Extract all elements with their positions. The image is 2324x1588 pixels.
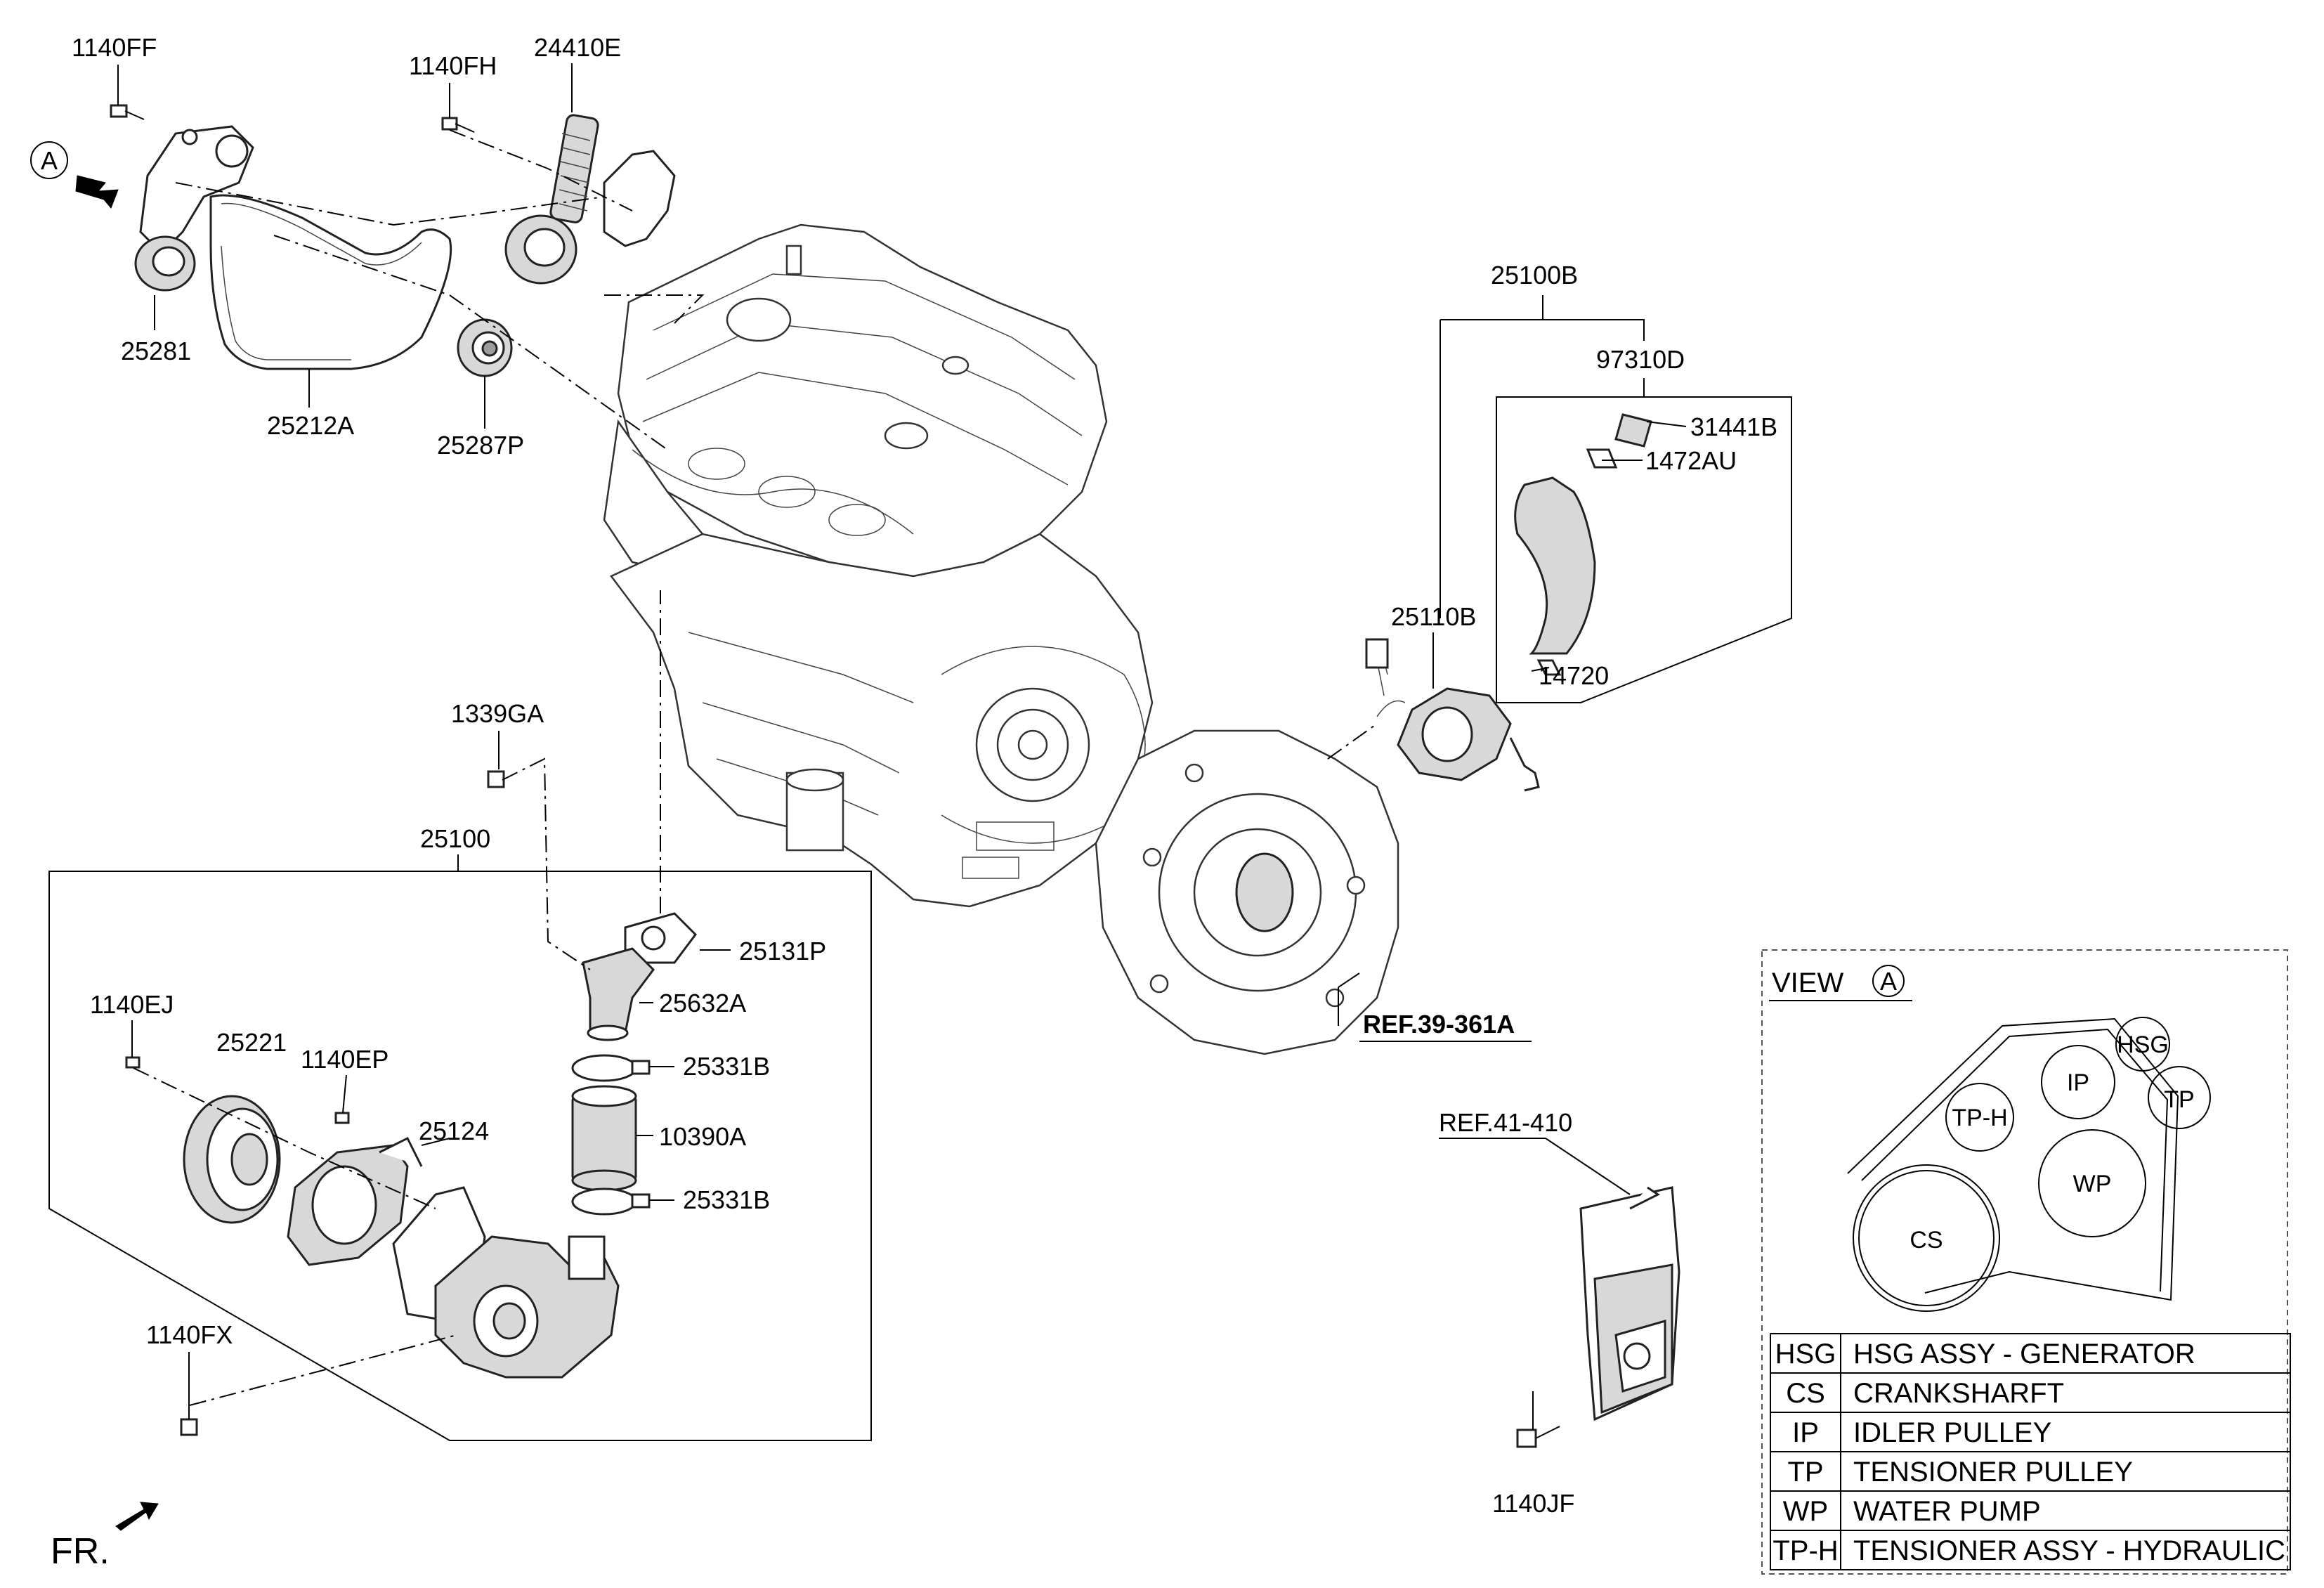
label-25281: 25281 [121,337,191,365]
water-pump-body [287,1136,423,1266]
pulley-wp-label: WP [2073,1171,2112,1197]
legend-code: TP [1787,1457,1823,1488]
pulley-ip-label: IP [2067,1069,2089,1096]
pulley-hsg-label: HSG [2117,1031,2169,1058]
pulley-25221 [183,1095,281,1224]
label-25221: 25221 [216,1028,287,1057]
label-14720: 14720 [1539,661,1609,690]
label-1140FH: 1140FH [409,51,497,80]
front-marker-text: FR. [51,1531,110,1572]
label-1140EP: 1140EP [301,1045,389,1074]
view-a-callout-letter: A [41,146,58,175]
label-25124: 25124 [419,1117,489,1145]
legend-description: TENSIONER PULLEY [1853,1457,2133,1488]
legend-table: HSG HSG ASSY - GENERATOR CS CRANKSHARFT … [1770,1333,2291,1570]
label-25100B: 25100B [1491,261,1578,289]
drive-belt-25212A [209,194,452,370]
bolt-1140FF [110,104,145,120]
view-panel-marker: A [1880,967,1897,996]
legend-code: IP [1792,1417,1819,1448]
legend-code: CS [1786,1378,1825,1409]
label-1140JF: 1140JF [1492,1489,1574,1518]
pulley-ip [2041,1045,2115,1119]
view-a-callout: A [30,141,119,209]
electric-water-pump-25110B [1365,638,1540,792]
bolt-1140FH [441,117,475,133]
water-pump-housing [434,1235,620,1379]
legend-row: TP-H TENSIONER ASSY - HYDRAULIC [1773,1535,2285,1566]
pulley-tph [1945,1083,2014,1152]
label-25212A: 25212A [267,411,354,440]
idler-pulley-25287P [457,318,513,377]
label-25331B-bottom: 25331B [683,1185,770,1214]
label-1140EJ: 1140EJ [90,990,174,1019]
label-25287P: 25287P [437,431,524,460]
label-1140FX: 1140FX [146,1320,233,1349]
pulley-tph-label: TP-H [1952,1105,2007,1131]
label-1472AU: 1472AU [1645,446,1737,475]
label-25632A: 25632A [659,989,746,1017]
legend-description: HSG ASSY - GENERATOR [1853,1339,2195,1369]
label-25110B: 25110B [1391,602,1476,631]
hose-fittings [571,912,697,1216]
legend-row: CS CRANKSHARFT [1786,1378,2064,1409]
label-25331B-top: 25331B [683,1052,770,1081]
legend-code: HSG [1775,1339,1836,1369]
engine-assembly [603,223,1154,908]
transmission-housing [1095,729,1399,1055]
legend-row: TP TENSIONER PULLEY [1787,1457,2132,1488]
part-labels: 1140FF 1140FH 24410E 25281 25212A 25287P… [72,33,1777,1518]
legend-code: TP-H [1773,1535,1838,1566]
legend-description: IDLER PULLEY [1853,1417,2051,1448]
label-25131P: 25131P [739,937,826,965]
bolt-1140JF [1516,1426,1560,1448]
pulley-cs [1853,1164,2000,1312]
ref-41-410: REF.41-410 [1439,1108,1572,1137]
leader-lines [117,63,1792,1430]
label-1339GA: 1339GA [451,699,544,728]
ref-39-361A: REF.39-361A [1363,1010,1515,1039]
label-24410E: 24410E [534,33,621,62]
legend-description: TENSIONER ASSY - HYDRAULIC [1853,1535,2285,1566]
legend-code: WP [1783,1496,1828,1527]
legend-description: CRANKSHARFT [1853,1378,2064,1409]
pulley-tp [2148,1066,2211,1129]
pulley-hsg [2115,1017,2170,1072]
hydraulic-tensioner-24410E [504,114,676,285]
label-31441B: 31441B [1690,412,1777,441]
water-pump-box-25100 [48,871,872,1441]
label-1140FF: 1140FF [72,33,157,62]
legend-row: HSG HSG ASSY - GENERATOR [1775,1339,2195,1369]
legend-row: IP IDLER PULLEY [1792,1417,2051,1448]
tensioner-bracket-25281 [134,125,254,292]
pulley-cs-label: CS [1910,1227,1943,1254]
label-10390A: 10390A [659,1122,746,1151]
front-marker: FR. [51,1502,159,1572]
view-panel-title: VIEW [1772,968,1843,998]
label-97310D: 97310D [1596,345,1685,374]
hydraulic-tensioner-assy [1579,1186,1680,1421]
coolant-hose-97310D [1514,413,1652,676]
pulley-wp [2038,1129,2146,1237]
legend-description: WATER PUMP [1853,1496,2041,1527]
label-25100: 25100 [420,824,490,853]
pulley-tp-label: TP [2164,1086,2194,1113]
legend-row: WP WATER PUMP [1783,1496,2041,1527]
view-a-panel: VIEW A TP-H IP HSG TP WP CS H [1761,949,2291,1575]
